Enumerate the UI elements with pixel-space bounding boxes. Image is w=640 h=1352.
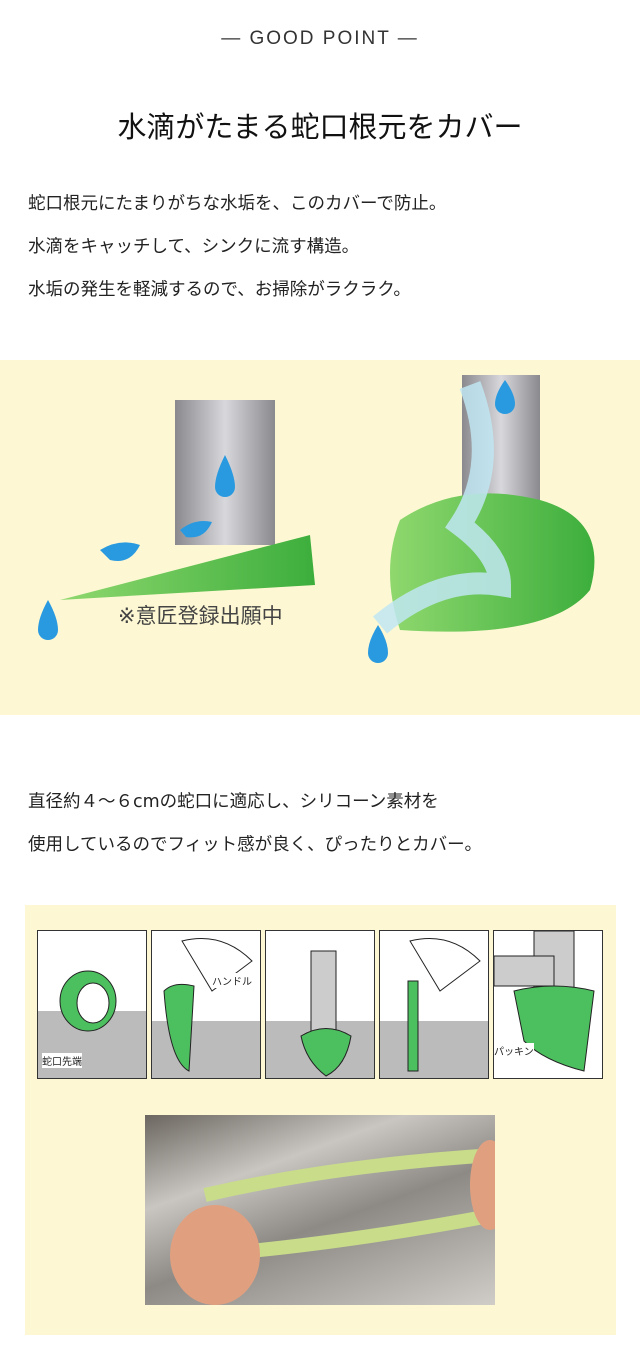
step-3-panel [265,930,375,1079]
step-4-panel [379,930,489,1079]
intro-line: 水滴をキャッチして、シンクに流す構造。 [28,237,360,257]
step-2-panel: ハンドル [151,930,261,1079]
installation-steps: 蛇口先端 ハンドル パッキン [25,905,616,1335]
silicone-stretch-photo [145,1115,495,1305]
faucet-cover-diagram [38,375,595,663]
label-packing: パッキン [494,1043,534,1058]
fit-text: 直径約４～６cmの蛇口に適応し、シリコーン素材を 使用しているのでフィット感が良… [28,781,482,867]
label-handle: ハンドル [212,973,252,988]
step-1-panel: 蛇口先端 [37,930,147,1079]
section-eyebrow: — GOOD POINT — [221,28,419,49]
section-heading: 水滴がたまる蛇口根元をカバー [117,110,523,144]
fit-line: 使用しているのでフィット感が良く、ぴったりとカバー。 [28,835,482,855]
fit-line: 直径約４～６cmの蛇口に適応し、シリコーン素材を [28,792,439,812]
step-5-panel: パッキン [493,930,603,1079]
label-faucet-tip: 蛇口先端 [42,1053,82,1068]
intro-text: 蛇口根元にたまりがちな水垢を、このカバーで防止。 水滴をキャッチして、シンクに流… [28,183,446,312]
cover-illustration: ※意匠登録出願中 [0,360,640,715]
intro-line: 水垢の発生を軽減するので、お掃除がラクラク。 [28,280,411,300]
intro-line: 蛇口根元にたまりがちな水垢を、このカバーで防止。 [28,194,447,214]
design-registration-note: ※意匠登録出願中 [118,604,283,628]
